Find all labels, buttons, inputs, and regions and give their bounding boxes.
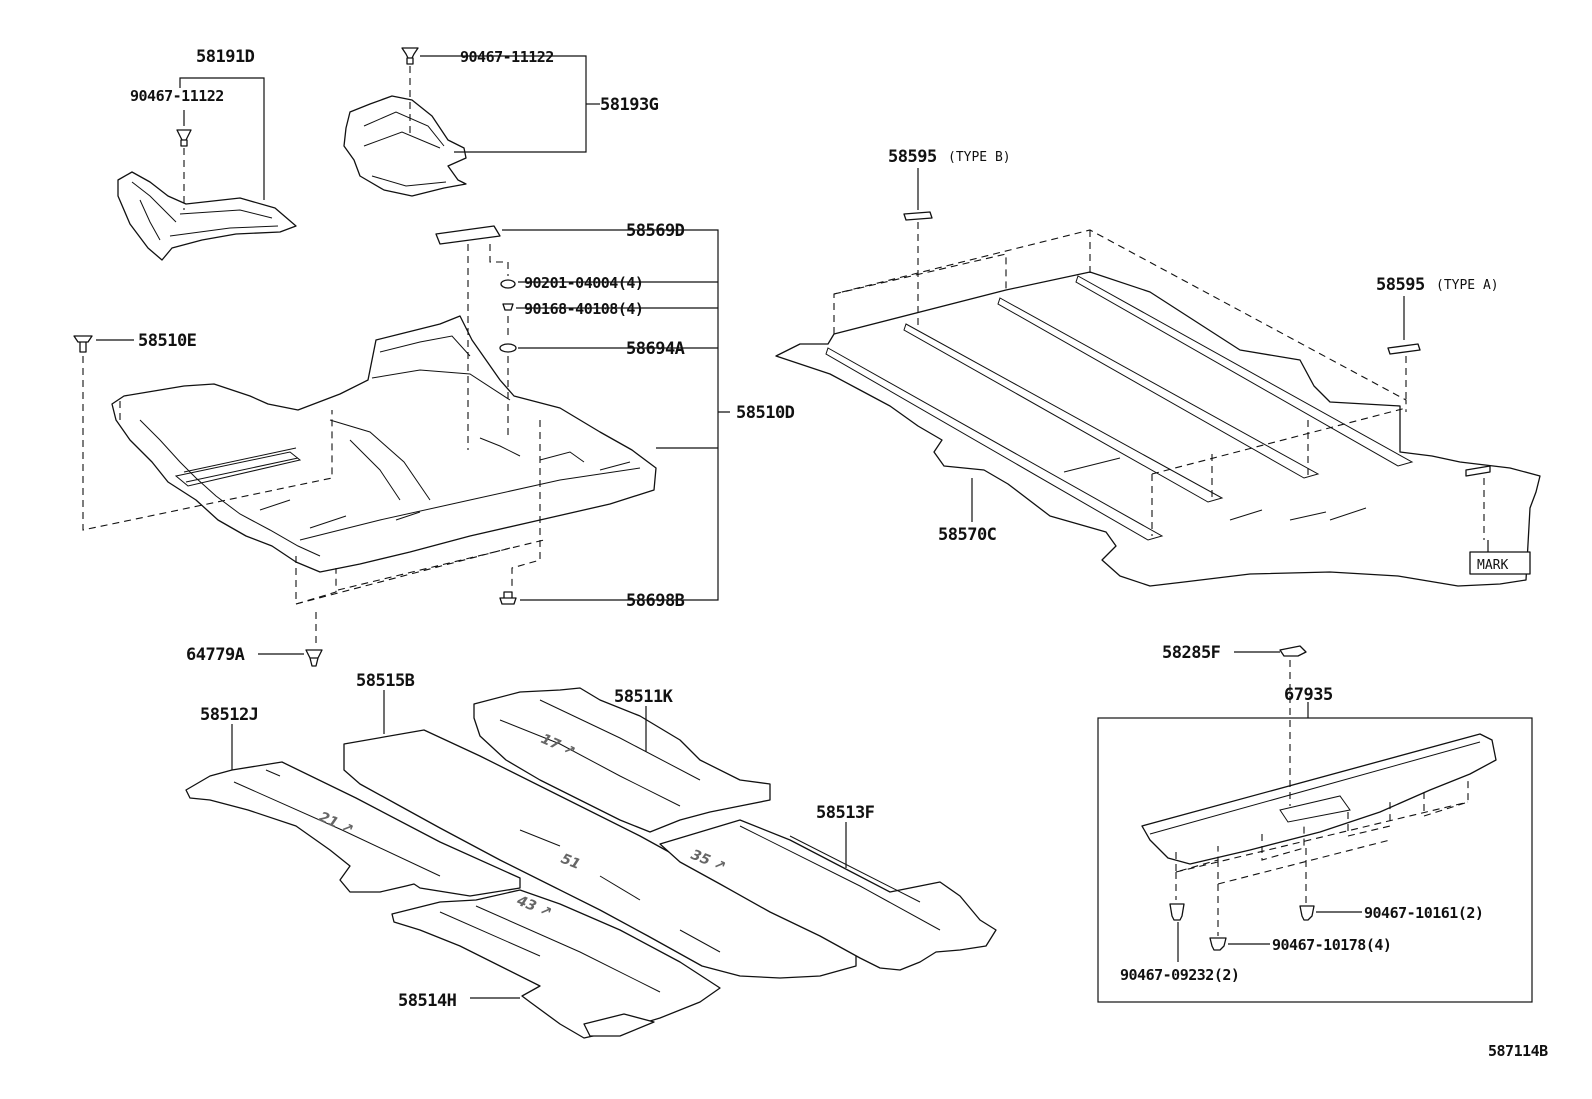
rear-floor-carpet-58570c [775, 271, 1541, 587]
rail-1 [825, 347, 1164, 541]
part-58191d-group: 58191D 90467-11122 [117, 47, 297, 261]
rail-2 [903, 323, 1224, 503]
label-90467-09232: 90467-09232(2) [1120, 966, 1239, 984]
clip-90467-11122-a [176, 129, 192, 147]
washer-90201 [500, 279, 516, 289]
clip-90467-10178 [1209, 937, 1227, 951]
label-58512j: 58512J [200, 705, 258, 725]
grommet-58595-type-b [903, 211, 933, 221]
label-58513f: 58513F [816, 803, 875, 823]
label-58694a: 58694A [626, 339, 685, 359]
label-58595-a: 58595 [1376, 275, 1425, 295]
label-64779a: 64779A [186, 645, 245, 665]
clip-90467-09232 [1169, 903, 1185, 921]
label-58510e: 58510E [138, 331, 197, 351]
screw-90168 [502, 303, 514, 311]
label-90467-11122-a: 90467-11122 [130, 87, 224, 105]
pad-58569d [435, 225, 501, 245]
label-type-b: (TYPE B) [948, 150, 1011, 165]
part-58570c-group: 58595 (TYPE B) 58595 (TYPE A) 58570C MAR… [775, 147, 1541, 587]
floor-mat-58512j [185, 761, 521, 897]
label-90201-04004: 90201-04004(4) [524, 274, 643, 292]
label-58193g: 58193G [600, 95, 659, 115]
mark-box [1469, 551, 1531, 575]
clip-64779a [305, 649, 323, 667]
label-58569d: 58569D [626, 221, 685, 241]
fastener-58694a [499, 343, 517, 353]
mark-tag [1465, 465, 1491, 477]
label-58191d: 58191D [196, 47, 255, 67]
part-58193g-group: 90467-11122 58193G [343, 47, 659, 197]
label-58698b: 58698B [626, 591, 685, 611]
label-67935: 67935 [1284, 685, 1333, 705]
scuff-plate-67935 [1141, 733, 1497, 865]
floor-mats-group: 21 ↗ 51 17 ↗ 35 ↗ 43 ↗ 58515B 58511K 585… [185, 671, 997, 1039]
label-58514h: 58514H [398, 991, 457, 1011]
label-90168-40108: 90168-40108(4) [524, 300, 643, 318]
label-mark: MARK [1477, 558, 1508, 573]
diagram-id: 587114B [1488, 1042, 1548, 1060]
clip-90467-10161 [1299, 905, 1315, 921]
mat-hook [583, 1013, 655, 1037]
clip-58510e [73, 335, 93, 353]
label-58515b: 58515B [356, 671, 415, 691]
rail-3 [997, 297, 1320, 479]
grommet-58595-type-a [1387, 343, 1421, 355]
rail-4 [1075, 275, 1414, 467]
emblem-mat-2: 51 [559, 851, 583, 873]
label-90467-10161: 90467-10161(2) [1364, 904, 1483, 922]
label-58510d: 58510D [736, 403, 795, 423]
label-type-a: (TYPE A) [1436, 278, 1499, 293]
floor-mat-58513f [659, 819, 997, 971]
clip-58698b [499, 591, 517, 605]
label-58511k: 58511K [614, 687, 674, 707]
label-58570c: 58570C [938, 525, 996, 545]
clip-90467-11122-b [401, 47, 419, 65]
part-67935-group: 58285F 67935 90467-10161(2) 90467-10178(… [1097, 643, 1533, 1003]
clip-58285f [1279, 645, 1307, 657]
label-90467-10178: 90467-10178(4) [1272, 936, 1391, 954]
floor-mat-58511k [473, 687, 771, 833]
label-90467-11122-b: 90467-11122 [460, 48, 554, 66]
inset-box-67935 [1097, 717, 1533, 1003]
label-58285f: 58285F [1162, 643, 1221, 663]
part-58510d-group: 58569D 90201-04004(4) 90168-40108(4) 585… [73, 221, 795, 667]
floor-silencer-58193g [343, 95, 467, 197]
floor-mat-58515b [343, 729, 857, 979]
label-58595-b: 58595 [888, 147, 937, 167]
floor-silencer-58191d [117, 171, 297, 261]
